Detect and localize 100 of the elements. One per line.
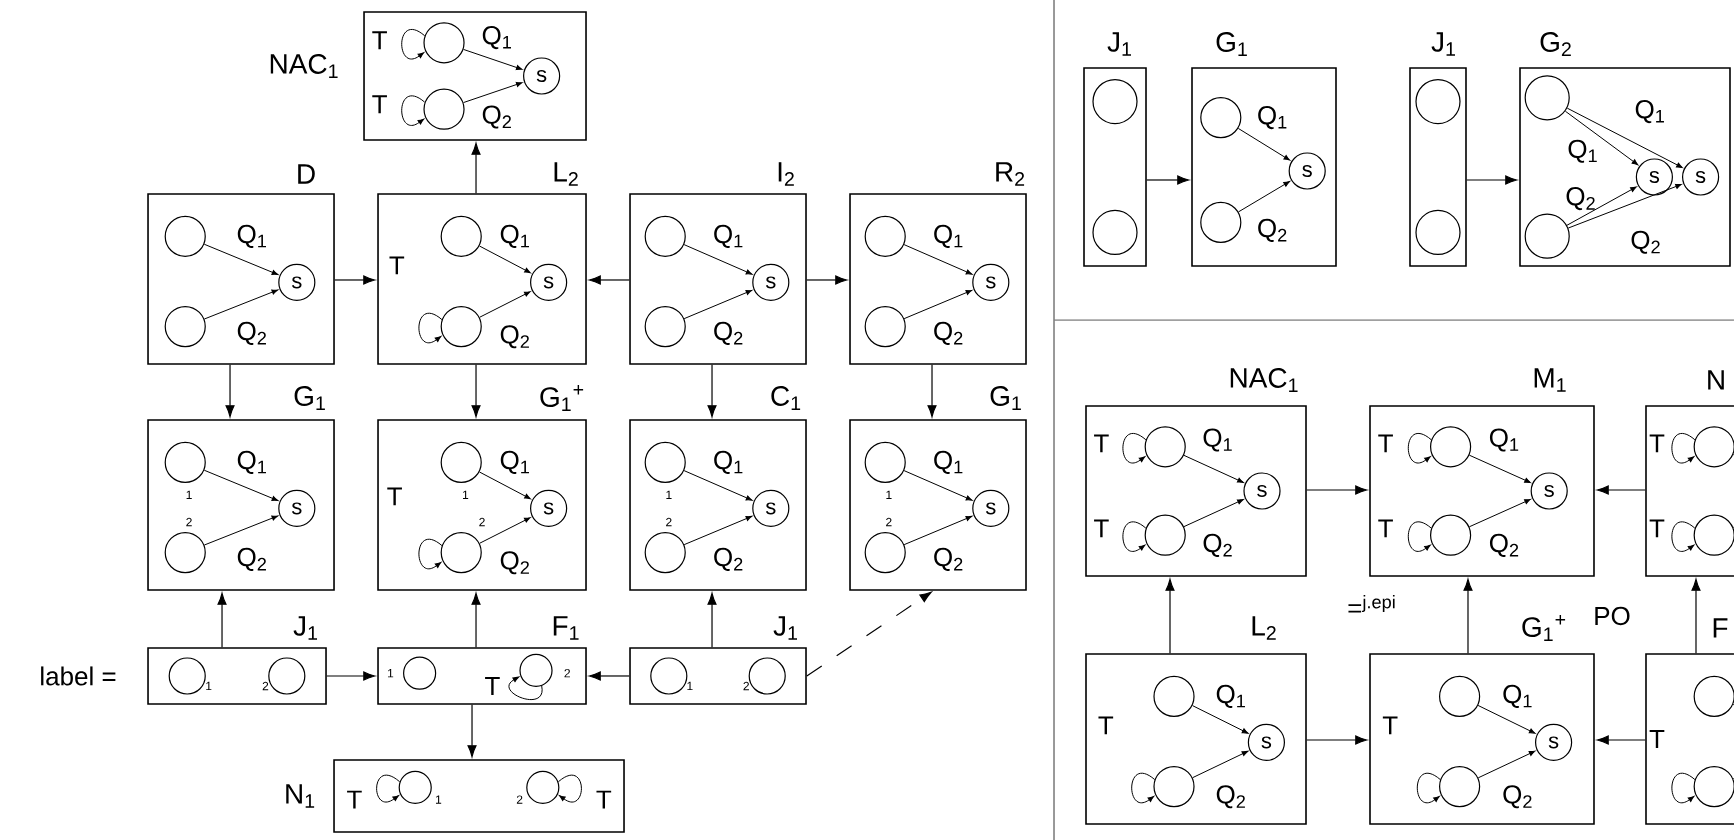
symbol-label: Q$_{1}$ (1203, 428, 1232, 452)
symbol-label: Q$_{1}$ (934, 224, 963, 248)
symbol-label: Q$_{2}$ (714, 321, 743, 345)
box-heading: F (1713, 618, 1728, 638)
symbol-label: s (543, 502, 554, 515)
symbol-label: Q$_{1}$ (237, 224, 266, 248)
box-heading: N (1708, 370, 1724, 390)
symbol-label: Q$_{2}$ (934, 321, 963, 345)
arrow (217, 592, 227, 648)
arrow (1306, 735, 1368, 745)
symbol-label: Q$_{2}$ (1216, 785, 1245, 809)
symbol-label: s (1649, 171, 1660, 183)
symbol-label: T (372, 95, 387, 114)
box-heading: G$_{1}$ (294, 386, 325, 410)
arrow (467, 704, 477, 758)
symbol-label: s (765, 502, 776, 515)
arrow (588, 275, 630, 285)
symbol-label: T (1094, 434, 1109, 453)
arrow (326, 671, 376, 681)
symbol-label: Q$_{2}$ (237, 321, 266, 345)
symbol-label: Q$_{1}$ (482, 26, 511, 50)
symbol-label: Q$_{1}$ (1503, 684, 1532, 708)
symbol-label: Q$_{1}$ (500, 450, 529, 474)
symbol-label: s (765, 276, 776, 289)
symbol-label: Q$_{2}$ (500, 325, 529, 349)
symbol-label: Q$_{1}$ (1258, 106, 1287, 130)
symbol-label: T (1649, 434, 1665, 453)
arrow (806, 275, 848, 285)
symbol-label: s (1261, 736, 1272, 749)
arrow (1596, 735, 1646, 745)
symbol-label: Q$_{2}$ (1203, 533, 1232, 557)
arrow (1466, 175, 1518, 185)
symbol-label: T (372, 31, 387, 50)
box-heading: G$_{1}$ (990, 386, 1021, 410)
symbol-label: s (1302, 165, 1312, 177)
text-label: =$^{j.epi}$ (1348, 595, 1395, 613)
symbol-label: Q$_{1}$ (1216, 684, 1245, 708)
arrow (471, 142, 481, 194)
symbol-label: T (1649, 519, 1665, 538)
box-heading: J$_{1}$ (1431, 32, 1455, 56)
symbol-label: s (291, 276, 302, 289)
symbol-label: T (1094, 519, 1109, 538)
symbol-label: T (1378, 519, 1393, 538)
symbol-label: Q$_{2}$ (1503, 785, 1532, 809)
symbol-label: Q$_{1}$ (1568, 139, 1597, 163)
box-heading: C$_{1}$ (771, 386, 801, 410)
symbol-label: Q$_{1}$ (714, 224, 743, 248)
arrow (471, 592, 481, 648)
symbol-label: s (1548, 736, 1559, 749)
symbol-label: Q$_{2}$ (934, 547, 963, 571)
arrow (927, 364, 937, 418)
text-label: label = (41, 666, 116, 686)
symbol-label: Q$_{1}$ (1489, 428, 1519, 452)
box-heading: G$_{2}$ (1540, 32, 1571, 56)
dashed-arrow (806, 591, 932, 677)
symbol-label: T (347, 790, 362, 809)
symbol-label: Q$_{2}$ (482, 105, 511, 129)
box-heading: NAC$_{1}$ (270, 54, 338, 78)
symbol-label: s (985, 502, 996, 515)
symbol-label: s (985, 276, 996, 289)
symbol-label: T (387, 487, 402, 506)
box-heading: N$_{1}$ (286, 784, 315, 808)
symbol-label: T (1382, 716, 1398, 735)
symbol-label: Q$_{2}$ (1566, 187, 1595, 211)
arrow (1306, 485, 1368, 495)
arrow (225, 364, 235, 418)
box-heading: F$_{1}$ (553, 616, 579, 640)
arrow (1146, 175, 1190, 185)
symbol-label: Q$_{2}$ (1631, 230, 1660, 254)
symbol-label: Q$_{2}$ (1489, 533, 1519, 557)
box-heading: G$_{1}$+ (540, 384, 584, 412)
box-heading: D (298, 164, 315, 184)
box-heading: G$_{1}$+ (1522, 614, 1566, 642)
symbol-label: Q$_{2}$ (237, 547, 266, 571)
box-heading: G$_{1}$ (1216, 32, 1247, 56)
symbol-label: Q$_{2}$ (714, 547, 743, 571)
box-heading: I$_{2}$ (778, 162, 794, 186)
symbol-label: Q$_{1}$ (714, 450, 743, 474)
symbol-label: s (291, 502, 302, 515)
symbol-label: Q$_{1}$ (934, 450, 963, 474)
box-heading: L$_{2}$ (554, 162, 578, 186)
arrow (588, 671, 630, 681)
arrow (471, 364, 481, 418)
symbol-label: s (536, 70, 547, 82)
symbol-label: T (1098, 716, 1114, 735)
box-heading: J$_{1}$ (1107, 32, 1131, 56)
arrow (1463, 578, 1473, 654)
arrow (1691, 578, 1701, 654)
text-label: PO (1595, 606, 1630, 626)
symbol-label: s (1257, 485, 1267, 497)
box-heading: L$_{2}$ (1252, 616, 1276, 640)
box-heading: M$_{1}$ (1534, 368, 1566, 392)
symbol-label: Q$_{2}$ (500, 551, 529, 575)
symbol-label: Q$_{2}$ (1258, 218, 1287, 242)
symbol-label: Q$_{1}$ (500, 224, 529, 248)
box-heading: J$_{1}$ (293, 616, 317, 640)
symbol-label: Q$_{1}$ (237, 450, 266, 474)
box-heading: R$_{2}$ (996, 162, 1025, 186)
arrow (1165, 578, 1175, 654)
symbol-label: T (1378, 434, 1393, 453)
